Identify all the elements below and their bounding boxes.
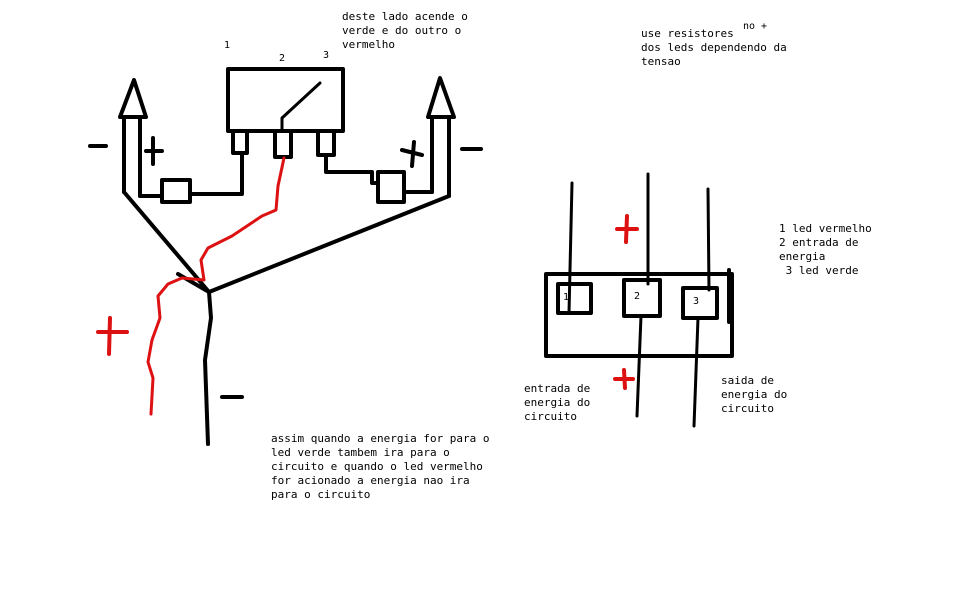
explanation-line-3: circuito e quando o led vermelho (271, 460, 483, 473)
wire-pin-3-top (706, 187, 711, 292)
output-label-line-2: energia do (721, 388, 788, 401)
switch-pin-2 (273, 129, 293, 159)
wire-left-to-junction (122, 190, 211, 294)
switch-diagram (88, 67, 483, 446)
positive-wire (146, 156, 286, 416)
plus-bottom-sign (613, 368, 635, 390)
led-right-leads (430, 116, 451, 198)
resistor-note-line-1: use resistores (641, 27, 734, 40)
switch-pin-1-label: 1 (224, 40, 231, 51)
plus-top-sign (615, 214, 639, 244)
module-legend-line-3: energia (779, 250, 826, 263)
supply-plus-sign (96, 316, 129, 356)
resistor-left (160, 178, 192, 204)
switch-pin-2-label: 2 (279, 53, 286, 64)
input-label: entrada de energia do circuito (524, 382, 590, 424)
plus-right-sign (400, 140, 424, 168)
module-pin-3 (681, 286, 719, 320)
explanation-line-1: assim quando a energia for para o (271, 432, 490, 445)
wire-pin-2-bottom (635, 314, 643, 418)
switch-pin-3 (316, 129, 336, 157)
module-pin-2-label: 2 (634, 291, 641, 302)
wire-junction-down (176, 272, 213, 446)
resistor-note: use resistores dos leds dependendo da te… (641, 27, 787, 69)
input-label-line-2: energia do (524, 396, 591, 409)
switch-lever (280, 81, 322, 132)
module-legend-line-1: 1 led vermelho (779, 222, 872, 235)
wire-pin-1 (567, 181, 574, 315)
module-pin-1-label: 1 (563, 292, 570, 303)
module-pin-2 (622, 278, 662, 318)
output-label-line-1: saida de (721, 374, 774, 387)
wire-right-to-junction (207, 194, 451, 294)
resistor-note-superscript: no + (743, 21, 768, 32)
resistor-note-line-3: tensao (641, 55, 681, 68)
wire-right-resistor (324, 153, 434, 194)
led-left-leads (122, 116, 142, 198)
explanation-line-4: for acionado a energia nao ira (271, 474, 470, 487)
switch-note-line-1: deste lado acende o (342, 10, 468, 23)
switch-note-line-2: verde e do outro o (342, 24, 462, 37)
switch-note-line-3: vermelho (342, 38, 395, 51)
switch-note: deste lado acende o verde e do outro o v… (342, 10, 468, 52)
switch-pin-1 (231, 129, 249, 155)
plus-left-sign (144, 136, 164, 166)
module-legend-line-2: 2 entrada de (779, 236, 859, 249)
output-label-line-3: circuito (721, 402, 774, 415)
resistor-right (376, 170, 406, 204)
switch-body (226, 67, 345, 133)
module-pin-3-label: 3 (693, 296, 700, 307)
module-diagram (544, 172, 734, 428)
module-legend: 1 led vermelho 2 entrada de energia 3 le… (779, 222, 872, 278)
output-label: saida de energia do circuito (721, 374, 787, 416)
wire-pin-3-bottom (692, 316, 700, 428)
module-pin-1 (556, 282, 593, 315)
explanation-line-2: led verde tambem ira para o (271, 446, 450, 459)
switch-pin-3-label: 3 (323, 50, 330, 61)
input-label-line-3: circuito (524, 410, 577, 423)
wire-left-resistor (138, 151, 244, 198)
explanation-line-5: para o circuito (271, 488, 371, 501)
led-left-tip (118, 78, 148, 119)
explanation-text: assim quando a energia for para o led ve… (271, 432, 490, 502)
led-right-tip (426, 76, 456, 119)
resistor-note-line-2: dos leds dependendo da (641, 41, 787, 54)
input-label-line-1: entrada de (524, 382, 591, 395)
module-legend-line-4: 3 led verde (779, 264, 859, 277)
